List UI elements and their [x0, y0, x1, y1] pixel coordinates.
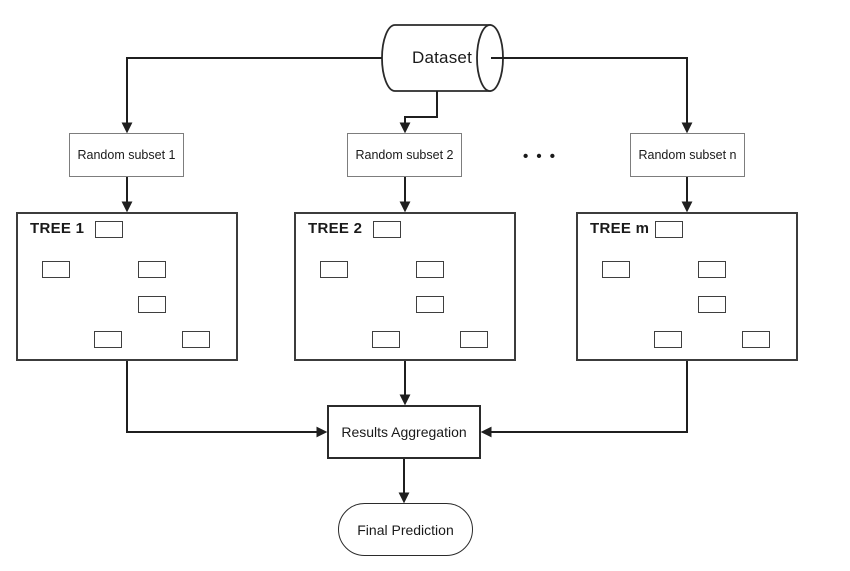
final-prediction-label: Final Prediction [357, 521, 454, 538]
tree-node [416, 296, 444, 313]
arrow-dataset-to-subsetn [491, 57, 693, 134]
tree-1-box: TREE 1 [16, 212, 238, 361]
tree-node [602, 261, 630, 278]
tree-node [138, 261, 166, 278]
random-subset-1-box: Random subset 1 [69, 133, 184, 177]
tree-m-label: TREE m [590, 220, 650, 237]
tree-node [138, 296, 166, 313]
tree-node [94, 331, 122, 348]
arrow-treem-to-results [480, 361, 688, 438]
tree-node [698, 261, 726, 278]
random-subset-1-label: Random subset 1 [77, 148, 176, 162]
arrow-dataset-to-subset2 [399, 91, 438, 134]
tree-node [742, 331, 770, 348]
results-aggregation-label: Results Aggregation [341, 424, 467, 440]
tree-node [42, 261, 70, 278]
tree-m-box: TREE m [576, 212, 798, 361]
results-aggregation-box: Results Aggregation [327, 405, 481, 459]
tree-node [460, 331, 488, 348]
tree-node [654, 331, 682, 348]
tree-node [182, 331, 210, 348]
tree-node [373, 221, 401, 238]
tree-node [416, 261, 444, 278]
random-subset-2-label: Random subset 2 [355, 148, 454, 162]
tree-2-label: TREE 2 [308, 220, 363, 237]
final-prediction-shape: Final Prediction [338, 503, 473, 556]
random-subset-n-box: Random subset n [630, 133, 745, 177]
arrow-tree1-to-results [126, 361, 328, 438]
tree-2-box: TREE 2 [294, 212, 516, 361]
arrow-dataset-to-subset1 [121, 57, 382, 134]
ellipsis-dots: • • • [522, 147, 558, 165]
tree-node [320, 261, 348, 278]
tree-node [95, 221, 123, 238]
dataset-cylinder-shape [381, 24, 504, 92]
tree-node [698, 296, 726, 313]
random-subset-n-label: Random subset n [638, 148, 737, 162]
tree-node [372, 331, 400, 348]
tree-node [655, 221, 683, 238]
dataset-label: Dataset [412, 48, 472, 67]
random-subset-2-box: Random subset 2 [347, 133, 462, 177]
tree-1-label: TREE 1 [30, 220, 85, 237]
